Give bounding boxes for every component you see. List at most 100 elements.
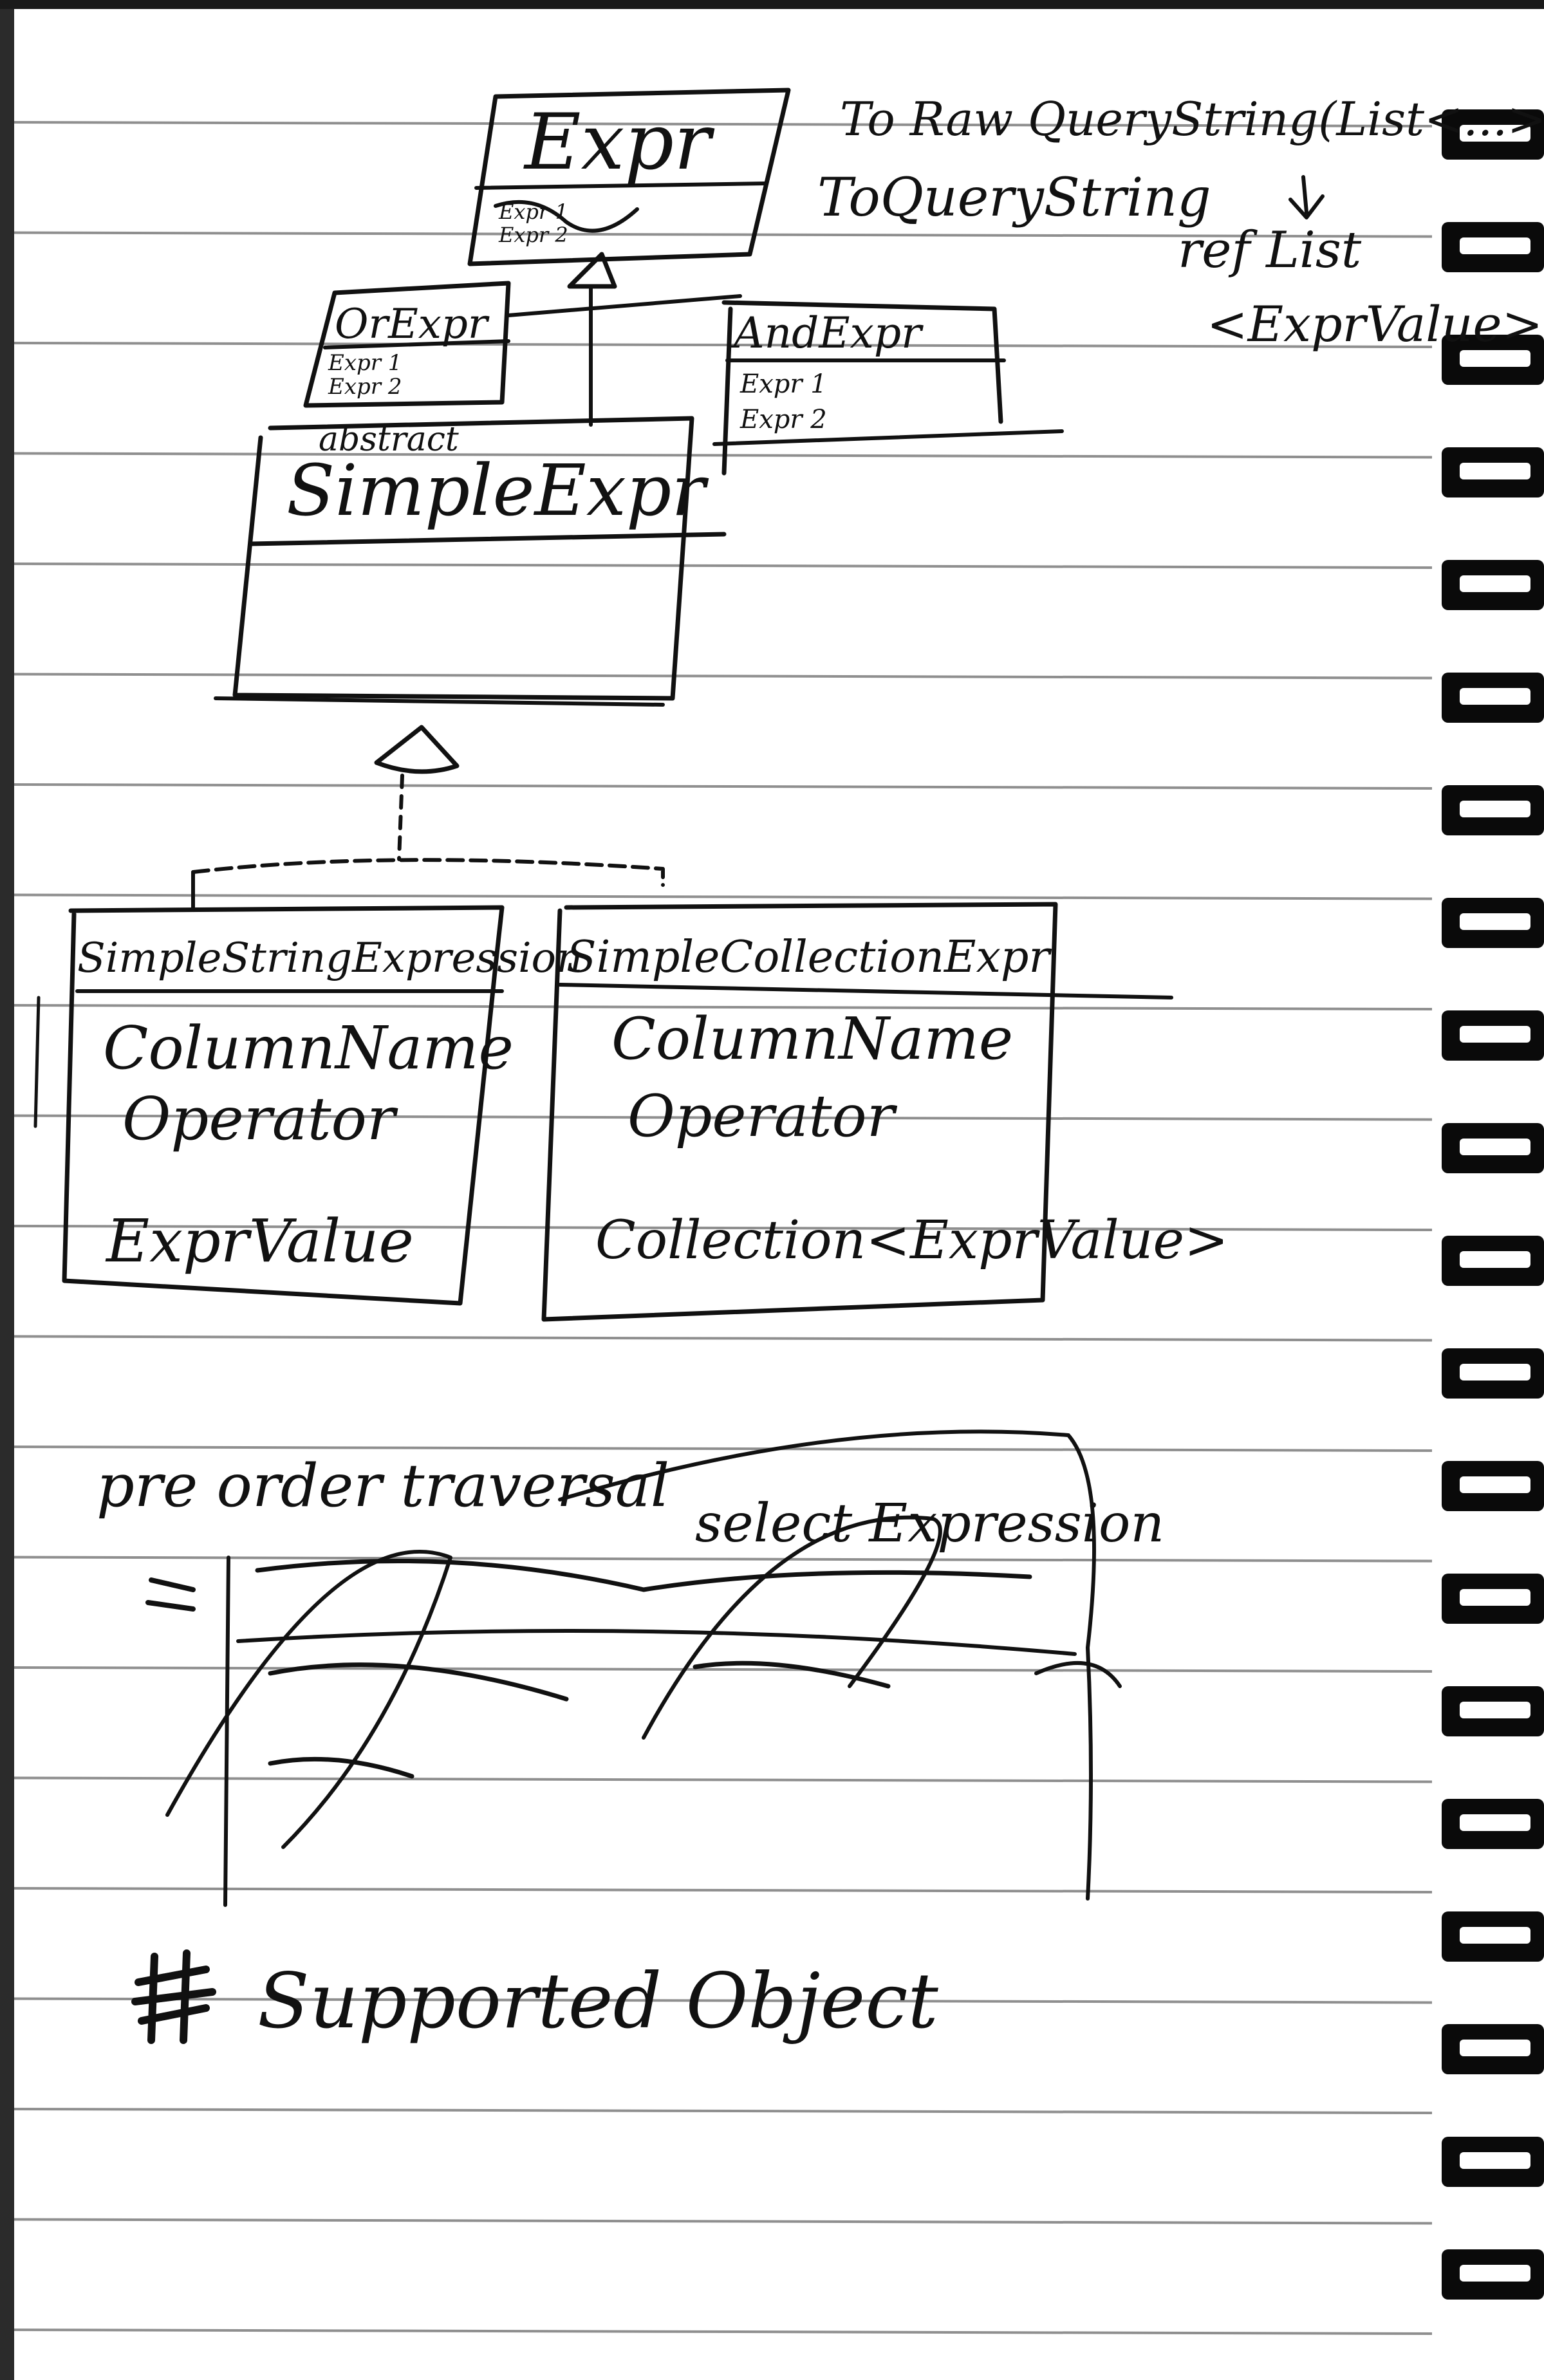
spiral-ring: [1442, 785, 1544, 835]
arrow-shaft-simple-expr: [397, 774, 404, 861]
ruled-line: [14, 1666, 1433, 1673]
ruled-line: [14, 1335, 1433, 1342]
ruled-line: [14, 1887, 1433, 1893]
arrow-branch-simple-expr: [191, 858, 665, 887]
expr-class: Expr Expr 1 Expr 2: [467, 88, 791, 266]
simple-string-expression-name: SimpleStringExpression: [77, 934, 582, 982]
or-expr-class-box: [303, 281, 511, 408]
or-expr-class-name: OrExpr: [335, 301, 490, 348]
ruled-line: [14, 783, 1433, 790]
ruled-line: [14, 1997, 1433, 2004]
or-expr-member-1: Expr 1: [328, 350, 402, 376]
and-expr-class-name: AndExpr: [730, 308, 924, 358]
and-expr-member-1: Expr 1: [739, 369, 827, 399]
simple-string-expression-class: SimpleStringExpression ColumnName Operat…: [33, 905, 582, 1306]
expr-class-box: [467, 88, 791, 266]
and-expr-class-box: [721, 300, 1003, 476]
spiral-ring: [1442, 2024, 1544, 2074]
ruled-line: [14, 562, 1433, 569]
simple-collection-member-3: Collection<ExprValue>: [595, 1210, 1229, 1271]
simple-string-member-3: ExprValue: [105, 1207, 414, 1276]
ruled-line: [14, 231, 1433, 238]
simple-string-expression-box: [62, 905, 505, 1306]
spiral-ring: [1442, 222, 1544, 272]
ruled-line: [14, 342, 1433, 348]
margin-mark: [33, 996, 41, 1128]
spiral-ring: [1442, 335, 1544, 385]
spiral-ring: [1442, 673, 1544, 723]
simple-expr-class-bottom: [214, 696, 665, 707]
spiral-ring: [1442, 1123, 1544, 1173]
simple-expr-class-name: SimpleExpr: [286, 449, 709, 532]
simple-expr-stereotype: abstract: [319, 420, 459, 459]
ref-note-line-2: <ExprValue>: [1207, 295, 1543, 353]
spiral-ring: [1442, 2137, 1544, 2187]
ruled-line: [14, 1446, 1433, 1452]
ref-note-line-1: ref List: [1178, 221, 1362, 279]
ruled-line: [14, 1114, 1433, 1121]
and-expr-class: AndExpr Expr 1 Expr 2: [712, 300, 1064, 476]
select-expression-sketch: select Expression: [145, 1429, 1164, 1907]
expr-class-divider: [474, 181, 768, 190]
methods-note-line-1: To Raw QueryString(List<...>): [840, 92, 1544, 146]
ruled-line: [14, 2218, 1433, 2225]
simple-expr-class-divider: [248, 532, 727, 546]
methods-note-line-2: ToQueryString: [817, 167, 1211, 228]
inheritance-arrow-expr: [507, 252, 742, 427]
spiral-ring: [1442, 1911, 1544, 1962]
and-expr-class-bottom: [712, 429, 1064, 446]
spiral-ring: [1442, 109, 1544, 160]
or-expr-class: OrExpr Expr 1 Expr 2: [303, 281, 511, 408]
simple-collection-expr-class: SimpleCollectionExpr ColumnName Operator…: [541, 902, 1229, 1322]
spiral-ring: [1442, 898, 1544, 948]
simple-string-member-1: ColumnName: [103, 1014, 514, 1083]
simple-expr-class: abstract SimpleExpr: [214, 416, 727, 707]
strike-through-scribbles: [165, 1515, 1122, 1849]
arrowhead-simple-expr: [374, 725, 460, 774]
ruled-line: [14, 1004, 1433, 1010]
ruled-lines: [14, 121, 1433, 2335]
spiral-ring: [1442, 1010, 1544, 1061]
simple-collection-member-2: Operator: [628, 1083, 898, 1150]
and-expr-member-2: Expr 2: [739, 405, 827, 434]
page-top-edge: [0, 0, 1544, 9]
spiral-binding: [1442, 109, 1544, 2300]
arrow-down-icon: [1288, 175, 1325, 219]
scribbled-mark: [145, 1577, 196, 1612]
simple-collection-expr-name: SimpleCollectionExpr: [566, 932, 1052, 983]
page-edge: [0, 0, 14, 2380]
select-expression-label: select Expression: [695, 1493, 1164, 1554]
spiral-ring: [1442, 1799, 1544, 1849]
simple-collection-member-1: ColumnName: [611, 1005, 1013, 1073]
spiral-ring: [1442, 447, 1544, 497]
sketch-outline-left: [223, 1556, 230, 1907]
expr-member-2: Expr 2: [498, 223, 568, 247]
ruled-line: [14, 1776, 1433, 1783]
scribbled-bullet: [131, 1949, 216, 2044]
expr-scribble: [494, 200, 639, 233]
arrow-branch-expr: [507, 294, 742, 317]
ruled-line: [14, 673, 1433, 680]
ruled-line: [14, 1225, 1433, 1231]
spiral-ring: [1442, 560, 1544, 610]
expr-class-name: Expr: [523, 98, 715, 187]
supported-object-note: Supported Object: [257, 1957, 938, 2045]
sketch-outline-right: [558, 1429, 1096, 1901]
inheritance-arrow-simple-expr: [191, 725, 665, 909]
simple-collection-expr-divider: [558, 983, 1173, 999]
spiral-ring: [1442, 1574, 1544, 1624]
ruled-line: [14, 121, 1433, 127]
spiral-ring: [1442, 1348, 1544, 1399]
ruled-line: [14, 2108, 1433, 2114]
spiral-ring: [1442, 1461, 1544, 1511]
spiral-ring: [1442, 1686, 1544, 1736]
or-expr-class-divider: [323, 339, 510, 349]
sketch-divider: [236, 1629, 1077, 1656]
or-expr-member-2: Expr 2: [328, 374, 402, 400]
spiral-ring: [1442, 2249, 1544, 2300]
simple-string-member-2: Operator: [122, 1084, 398, 1153]
ruled-line: [14, 1556, 1433, 1563]
